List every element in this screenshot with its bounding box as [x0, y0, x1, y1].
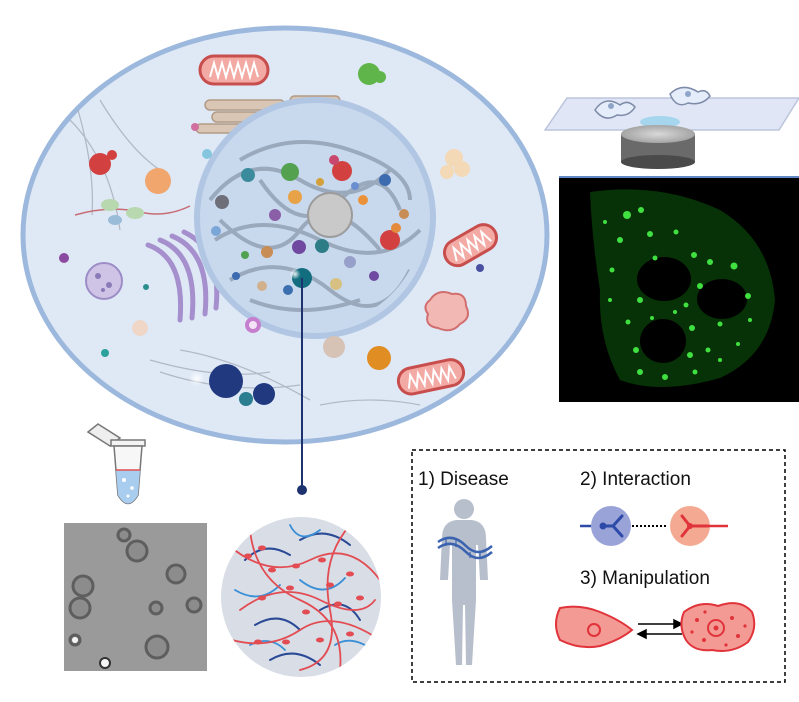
mitochondrion-right	[443, 223, 498, 268]
lysosome	[85, 262, 123, 300]
blue-receptor-icon	[580, 506, 631, 546]
peroxisome	[424, 291, 469, 332]
application-panel: 1) Disease 2) Interaction 3) Manipulatio…	[411, 449, 786, 683]
fluorescence-image	[559, 176, 799, 402]
cell-before-icon	[555, 605, 634, 649]
reversible-arrows-icon	[636, 618, 684, 640]
molecular-network	[221, 517, 381, 677]
interaction-label: 2) Interaction	[580, 469, 691, 490]
red-receptor-icon	[670, 506, 728, 546]
cell	[20, 25, 550, 495]
droplet-micrograph	[64, 523, 207, 671]
microcentrifuge-tube-icon	[86, 423, 146, 505]
condensate-droplets	[59, 63, 484, 406]
disease-label: 1) Disease	[418, 469, 509, 490]
mitochondrion-bottom	[396, 358, 466, 396]
nucleus	[194, 97, 436, 339]
manipulation-label: 3) Manipulation	[580, 568, 710, 589]
human-silhouette-icon	[437, 499, 493, 665]
cell-after-icon	[680, 602, 756, 652]
golgi-apparatus	[145, 229, 220, 323]
mitochondrion-top	[198, 54, 270, 86]
nucleolus	[307, 192, 353, 238]
microscope-icon	[543, 86, 799, 169]
fluorescent-puncta	[603, 207, 752, 380]
polyribosome	[74, 199, 191, 225]
zoom-connector-dot	[297, 485, 307, 495]
